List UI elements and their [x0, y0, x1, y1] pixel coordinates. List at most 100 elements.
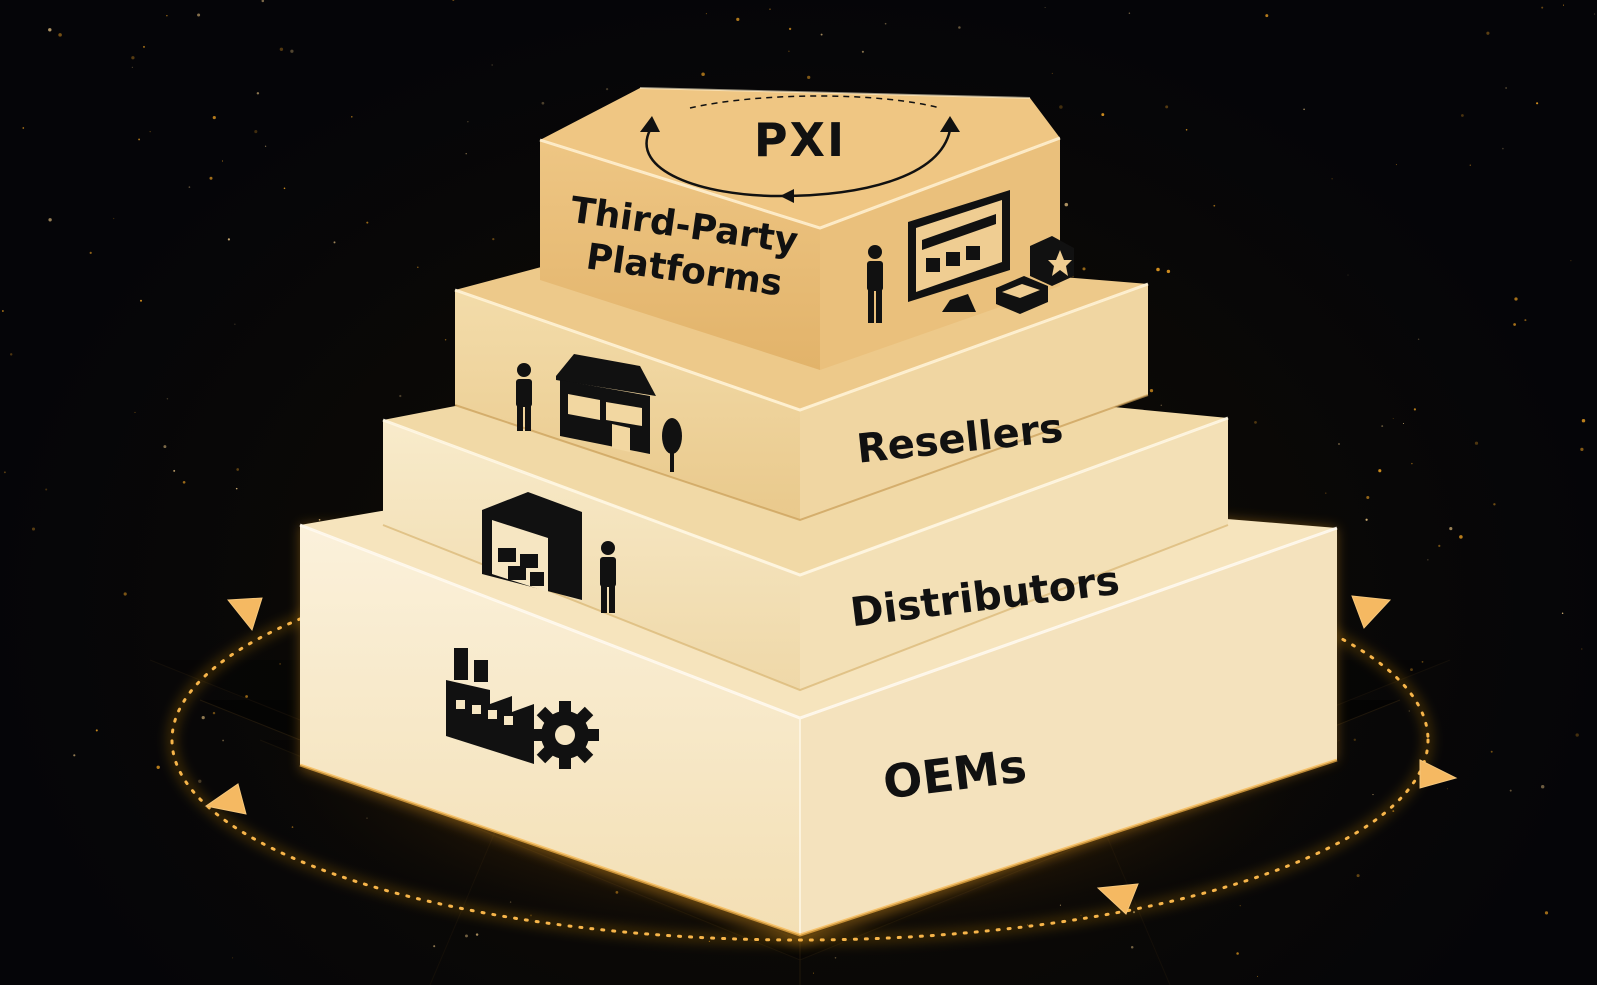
star-dot	[1505, 87, 1507, 89]
star-dot	[221, 160, 224, 162]
star-dot	[1381, 425, 1384, 428]
star-dot	[31, 527, 36, 531]
star-dot	[1594, 13, 1596, 15]
star-dot	[433, 945, 436, 948]
star-dot	[232, 957, 234, 959]
star-dot	[1165, 105, 1169, 109]
star-dot	[1413, 408, 1416, 411]
star-dot	[1149, 388, 1154, 393]
arrow-icon	[1351, 595, 1392, 629]
star-dot	[1213, 204, 1216, 207]
star-dot	[1493, 503, 1496, 506]
star-dot	[958, 26, 961, 29]
star-dot	[736, 17, 740, 21]
star-dot	[333, 241, 336, 244]
star-dot	[1461, 114, 1464, 117]
star-dot	[256, 92, 260, 95]
star-dot	[1378, 469, 1382, 473]
star-dot	[1514, 297, 1518, 301]
star-dot	[1347, 274, 1349, 276]
star-dot	[318, 518, 321, 521]
star-dot	[131, 56, 135, 60]
star-dot	[156, 765, 160, 769]
star-dot	[366, 221, 369, 224]
star-dot	[1254, 421, 1257, 424]
star-dot	[1502, 147, 1504, 150]
star-dot	[1236, 952, 1239, 955]
star-dot	[1562, 4, 1565, 6]
star-dot	[222, 739, 224, 742]
arrow-icon	[227, 597, 263, 632]
star-dot	[58, 33, 62, 37]
star-dot	[1128, 12, 1131, 14]
star-dot	[139, 299, 143, 302]
person-icon	[516, 363, 532, 431]
tree-icon	[662, 418, 682, 472]
star-dot	[197, 13, 201, 17]
star-dot	[182, 480, 186, 484]
star-dot	[134, 411, 136, 413]
star-dot	[1536, 102, 1539, 105]
person-icon	[600, 541, 616, 613]
star-dot	[813, 972, 814, 974]
star-dot	[1051, 72, 1053, 74]
star-dot	[1331, 178, 1333, 180]
star-dot	[1256, 975, 1259, 977]
star-dot	[166, 398, 169, 400]
star-dot	[1166, 269, 1171, 274]
star-dot	[45, 488, 48, 491]
star-dot	[9, 353, 13, 356]
star-dot	[188, 186, 191, 188]
star-dot	[1239, 905, 1241, 907]
person-icon	[867, 245, 883, 323]
star-dot	[1410, 668, 1413, 672]
star-dot	[1064, 202, 1069, 207]
star-dot	[89, 251, 92, 254]
star-dot	[209, 176, 213, 180]
star-dot	[1366, 495, 1370, 500]
star-dot	[541, 101, 545, 105]
star-dot	[212, 711, 216, 715]
star-dot	[1325, 492, 1327, 494]
star-dot	[1185, 129, 1188, 131]
star-dot	[138, 138, 141, 141]
star-dot	[163, 445, 167, 449]
star-dot	[1561, 612, 1564, 615]
factory-gear-icon	[446, 648, 599, 769]
star-dot	[254, 130, 258, 134]
star-dot	[1446, 788, 1448, 790]
star-dot	[1459, 535, 1463, 539]
star-dot	[452, 0, 455, 2]
star-dot	[1156, 267, 1160, 272]
star-dot	[22, 127, 25, 129]
star-dot	[1395, 164, 1397, 166]
star-dot	[1411, 462, 1413, 465]
star-dot	[1408, 710, 1410, 712]
star-dot	[399, 394, 402, 398]
computer-monitor-icon	[908, 190, 1010, 312]
star-dot	[212, 116, 216, 120]
star-dot	[1356, 874, 1360, 878]
star-dot	[1474, 441, 1479, 445]
top-badge-pxi: PXI	[754, 113, 846, 167]
star-dot	[113, 217, 115, 220]
star-dot	[769, 8, 771, 10]
star-dot	[236, 468, 240, 471]
star-dot	[1469, 164, 1471, 166]
star-dot	[1544, 911, 1549, 915]
star-dot	[1353, 738, 1357, 741]
star-dot	[492, 237, 495, 241]
star-dot	[1524, 319, 1527, 322]
star-dot	[1337, 442, 1341, 446]
star-dot	[820, 33, 823, 36]
star-dot	[465, 934, 468, 938]
star-dot	[1486, 31, 1490, 35]
star-dot	[245, 695, 248, 698]
arrow-icon	[1096, 883, 1139, 915]
star-dot	[283, 187, 286, 190]
star-dot	[467, 121, 469, 123]
star-dot	[1449, 527, 1453, 531]
warehouse-icon	[482, 492, 582, 600]
